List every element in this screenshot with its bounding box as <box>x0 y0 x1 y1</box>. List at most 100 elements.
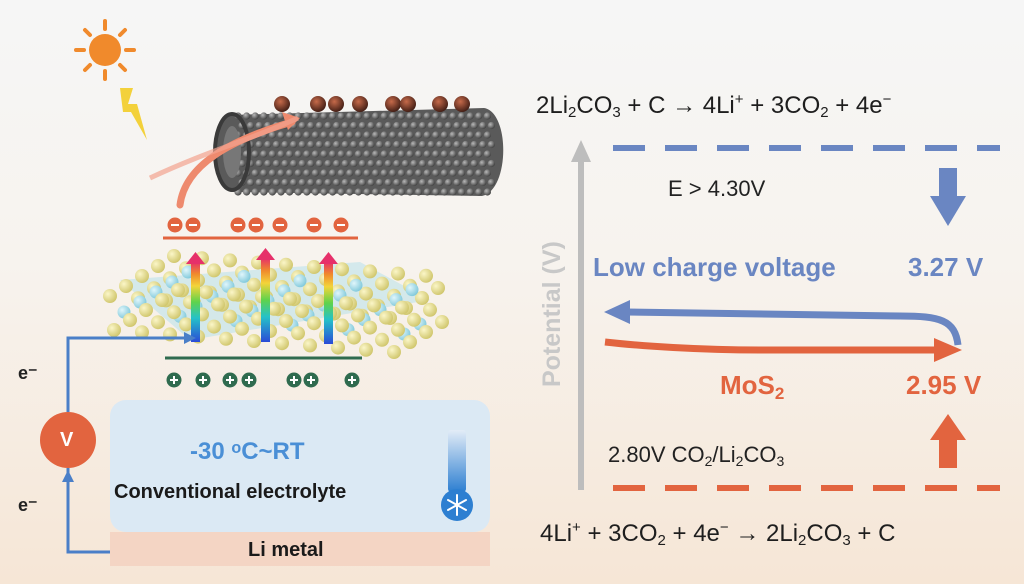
carbon-atom <box>440 169 448 177</box>
carbon-atom <box>298 140 306 149</box>
sulfur-atom <box>247 277 261 292</box>
carbon-atom <box>449 188 457 196</box>
carbon-atom <box>260 112 268 120</box>
carbon-atom <box>268 188 276 196</box>
sulfur-atom <box>363 264 377 279</box>
sulfur-atom <box>335 262 349 277</box>
carbon-atom <box>281 178 289 187</box>
carbon-atom <box>255 121 263 130</box>
carbon-atom <box>320 131 328 139</box>
carbon-atom <box>341 140 349 149</box>
carbon-atom <box>462 159 470 168</box>
carbon-atom <box>311 169 319 177</box>
carbon-atom <box>350 178 358 187</box>
carbon-atom <box>410 178 418 187</box>
carbon-atom <box>449 150 457 158</box>
carbon-atom <box>303 188 311 196</box>
li2co3-particle <box>432 96 448 112</box>
carbon-atom <box>410 121 418 130</box>
voltage-drop-arrow <box>930 168 966 226</box>
carbon-atom <box>294 150 302 158</box>
carbon-atom <box>440 112 448 120</box>
carbon-atom <box>397 150 405 158</box>
carbon-atom <box>458 188 466 196</box>
molybdenum-atom <box>405 283 419 297</box>
carbon-atom <box>432 188 440 196</box>
charge-curve <box>624 308 962 346</box>
carbon-atom <box>311 131 319 139</box>
sulfur-atom <box>291 326 305 341</box>
carbon-atom <box>333 159 341 168</box>
sulfur-atom <box>219 331 233 346</box>
carbon-atom <box>303 131 311 139</box>
carbon-atom <box>286 131 294 139</box>
discharge-curve <box>604 338 940 354</box>
sulfur-atom <box>339 296 353 311</box>
sulfur-atom <box>423 302 437 317</box>
carbon-atom <box>406 150 414 158</box>
carbon-atom <box>470 140 478 149</box>
carbon-atom <box>264 178 272 187</box>
carbon-atom <box>346 169 354 177</box>
electrolyte-label: Conventional electrolyte <box>114 481 347 503</box>
carbon-atom <box>397 188 405 196</box>
carbon-atom <box>401 121 409 130</box>
sulfur-atom <box>419 325 433 339</box>
molybdenum-atom <box>349 278 363 292</box>
carbon-atom <box>415 131 423 139</box>
carbon-atom <box>453 178 461 187</box>
carbon-atom <box>329 169 337 177</box>
sulfur-atom <box>367 298 381 313</box>
sulfur-atom <box>375 332 389 347</box>
carbon-atom <box>311 112 319 120</box>
sulfur-atom <box>407 312 421 327</box>
carbon-atom <box>324 159 332 168</box>
sulfur-atom <box>391 266 405 281</box>
carbon-atom <box>255 140 263 149</box>
carbon-atom <box>466 150 474 158</box>
molybdenum-atom <box>293 274 307 288</box>
carbon-atom <box>389 169 397 177</box>
carbon-atom <box>423 188 431 196</box>
carbon-atom <box>243 112 251 120</box>
carbon-atom <box>290 178 298 187</box>
carbon-atom <box>298 159 306 168</box>
carbon-atom <box>268 131 276 139</box>
carbon-atom <box>324 178 332 187</box>
carbon-atom <box>367 159 375 168</box>
carbon-atom <box>337 188 345 196</box>
carbon-atom <box>329 112 337 120</box>
carbon-atom <box>419 178 427 187</box>
sulfur-atom <box>359 342 373 357</box>
sulfur-atom <box>239 299 253 314</box>
carbon-atom <box>251 169 259 177</box>
carbon-atom <box>272 140 280 149</box>
carbon-atom <box>475 131 483 139</box>
carbon-atom <box>466 112 474 120</box>
carbon-atom <box>440 131 448 139</box>
sulfur-atom <box>107 323 121 337</box>
sulfur-atom <box>135 269 149 283</box>
carbon-atom <box>419 121 427 130</box>
carbon-atom <box>384 140 392 149</box>
carbon-atom <box>264 159 272 168</box>
carbon-atom <box>393 140 401 149</box>
carbon-atom <box>363 131 371 139</box>
sulfur-atom <box>207 319 221 334</box>
carbon-atom <box>458 131 466 139</box>
carbon-atom <box>415 188 423 196</box>
li2co3-particle <box>352 96 368 112</box>
sulfur-atom <box>267 301 281 316</box>
plus-sign <box>199 376 207 384</box>
carbon-atom <box>350 121 358 130</box>
carbon-atom <box>410 159 418 168</box>
carbon-atom <box>423 131 431 139</box>
carbon-atom <box>427 159 435 168</box>
carbon-atom <box>397 169 405 177</box>
carbon-atom <box>329 131 337 139</box>
carbon-atom <box>255 159 263 168</box>
plus-sign <box>348 376 356 384</box>
carbon-atom <box>367 121 375 130</box>
li2co3-particle <box>274 96 290 112</box>
